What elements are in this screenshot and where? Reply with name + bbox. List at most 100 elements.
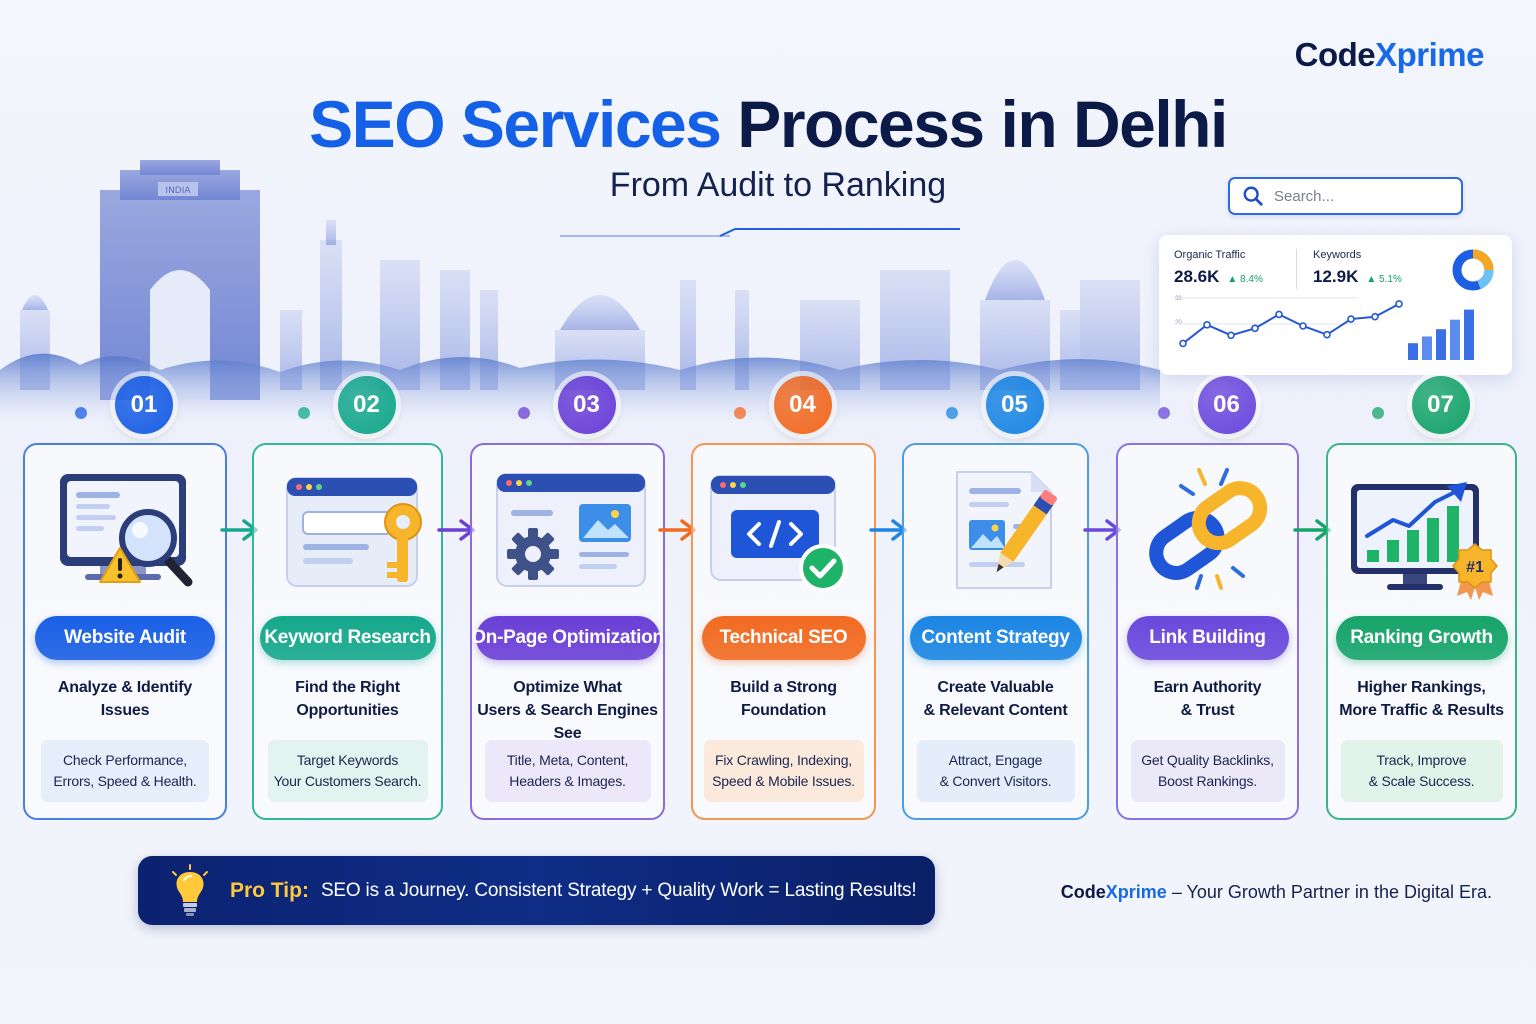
step-description: Get Quality Backlinks, Boost Rankings. <box>1130 740 1285 802</box>
trend-point <box>1179 339 1187 348</box>
trend-point <box>1395 300 1403 308</box>
trend-point <box>1347 315 1355 323</box>
organic-traffic-change: ▲ 8.4% <box>1227 274 1263 285</box>
trend-point <box>1275 310 1283 319</box>
step-title: Create Valuable & Relevant Content <box>902 676 1089 722</box>
step-title: Higher Rankings, More Traffic & Results <box>1326 676 1517 722</box>
trend-point <box>1371 312 1379 321</box>
step-description: Check Performance, Errors, Speed & Healt… <box>41 740 209 802</box>
decorative-divider <box>560 228 960 237</box>
page-subtitle: From Audit to Ranking <box>609 166 947 204</box>
dashboard-bar <box>1464 309 1474 360</box>
trend-point <box>1203 321 1211 329</box>
step-number-badge: 03 <box>557 376 616 434</box>
code-icon <box>709 475 847 592</box>
step-description-line2: Errors, Speed & Health. <box>53 773 197 789</box>
keywords-metric: Keywords 12.9K▲ 5.1% <box>1313 249 1402 287</box>
metric-divider <box>1296 249 1297 289</box>
pro-tip-label: Pro Tip: <box>230 878 309 902</box>
step-description-line2: Headers & Images. <box>509 773 626 789</box>
step-pill-code: Technical SEO <box>701 616 866 660</box>
search-input[interactable] <box>1274 187 1444 205</box>
step-description-line2: & Scale Success. <box>1368 773 1475 789</box>
step-number-badge: 02 <box>337 376 396 434</box>
trend-point <box>1227 331 1235 340</box>
step-title-line2: Foundation <box>740 702 827 719</box>
step-title-line1: Higher Rankings, <box>1357 679 1486 696</box>
step-title-line2: & Relevant Content <box>923 702 1068 719</box>
step-title-line1: Earn Authority <box>1153 679 1262 696</box>
search-icon <box>1243 186 1263 206</box>
organic-traffic-value: 28.6K <box>1174 267 1220 286</box>
step-title-line2: Opportunities <box>296 702 399 719</box>
step-title: Build a Strong Foundation <box>691 676 876 722</box>
content-icon <box>955 471 1057 589</box>
step-pill-audit: Website Audit <box>35 616 215 660</box>
growth-icon: #1 <box>1350 482 1498 600</box>
audit-icon <box>60 474 193 587</box>
step-description-line1: Title, Meta, Content, <box>506 752 629 768</box>
pro-tip-text: SEO is a Journey. Consistent Strategy + … <box>320 879 917 901</box>
step-title-line2: & Trust <box>1180 702 1235 719</box>
donut-chart-icon <box>1452 249 1494 291</box>
timeline-dot <box>733 407 746 419</box>
step-title-line1: Create Valuable <box>937 679 1054 696</box>
timeline-dot <box>945 407 958 419</box>
step-description-line1: Get Quality Backlinks, <box>1141 752 1274 768</box>
page-title-rest: Process in Delhi <box>737 87 1228 161</box>
step-title-line1: Analyze & Identify <box>57 679 193 696</box>
step-title-line1: Optimize What <box>513 679 622 696</box>
dashboard-bar <box>1408 343 1418 360</box>
step-pill-onpage: On-Page Optimization <box>471 616 664 660</box>
step-description-line1: Attract, Engage <box>948 752 1043 768</box>
step-pill-growth: Ranking Growth <box>1335 616 1508 660</box>
step-pill-keyword: Keyword Research <box>259 616 436 660</box>
brand-logo-code: Code <box>1294 36 1376 73</box>
step-description: Target Keywords Your Customers Search. <box>267 740 428 802</box>
keyword-icon <box>285 477 422 587</box>
organic-traffic-metric: Organic Traffic 28.6K ▲ 8.4% <box>1174 249 1263 287</box>
trend-point <box>1251 324 1259 333</box>
step-description: Track, Improve & Scale Success. <box>1340 740 1503 802</box>
onpage-icon <box>495 473 646 587</box>
link-icon <box>1148 468 1267 590</box>
axis-tick-mid: 20 <box>1175 320 1182 326</box>
step-description-line2: Boost Rankings. <box>1158 773 1257 789</box>
timeline-dot <box>75 407 87 419</box>
footer-tagline-text: – Your Growth Partner in the Digital Era… <box>1166 882 1492 902</box>
step-pill-content: Content Strategy <box>909 616 1082 660</box>
dashboard-chart <box>1175 249 1494 360</box>
india-gate-label: INDIA <box>165 186 191 196</box>
trend-point <box>1299 322 1307 330</box>
step-number-badge: 05 <box>985 376 1044 434</box>
page-title-highlight: SEO Services <box>309 87 722 161</box>
keywords-label: Keywords <box>1313 249 1362 261</box>
step-title: Analyze & Identify Issues <box>23 676 227 722</box>
timeline-dot <box>1157 407 1170 419</box>
footer-brand-xprime: Xprime <box>1105 882 1167 902</box>
search-bar[interactable] <box>1228 177 1463 215</box>
step-title-line2: Users & Search Engines See <box>477 702 658 742</box>
step-title-line1: Build a Strong <box>730 679 837 696</box>
analytics-dashboard-card: Organic Traffic 28.6K ▲ 8.4% Keywords 12.… <box>1159 235 1512 375</box>
step-description-line2: & Convert Visitors. <box>939 773 1052 789</box>
pro-tip-banner: Pro Tip: SEO is a Journey. Consistent St… <box>138 856 935 925</box>
brand-logo-xprime: Xprime <box>1375 36 1484 73</box>
step-title-line1: Find the Right <box>295 679 400 696</box>
step-description-line1: Check Performance, <box>62 752 187 768</box>
step-number-badge: 07 <box>1411 376 1470 434</box>
step-description: Fix Crawling, Indexing, Speed & Mobile I… <box>703 740 864 802</box>
step-description-line1: Fix Crawling, Indexing, <box>714 752 852 768</box>
trend-point <box>1323 330 1331 339</box>
step-description-line1: Track, Improve <box>1376 752 1467 768</box>
dashboard-bar <box>1436 329 1446 360</box>
organic-traffic-label: Organic Traffic <box>1174 249 1246 261</box>
dashboard-bar <box>1450 319 1460 360</box>
keywords-value: 12.9K <box>1313 267 1359 286</box>
dashboard-bar <box>1422 336 1432 360</box>
rank-medal-label: #1 <box>1466 559 1484 576</box>
step-title-line2: Issues <box>100 702 150 719</box>
step-description-line1: Target Keywords <box>296 752 399 768</box>
timeline-dot <box>297 407 310 419</box>
footer-brand-code: Code <box>1060 882 1106 902</box>
